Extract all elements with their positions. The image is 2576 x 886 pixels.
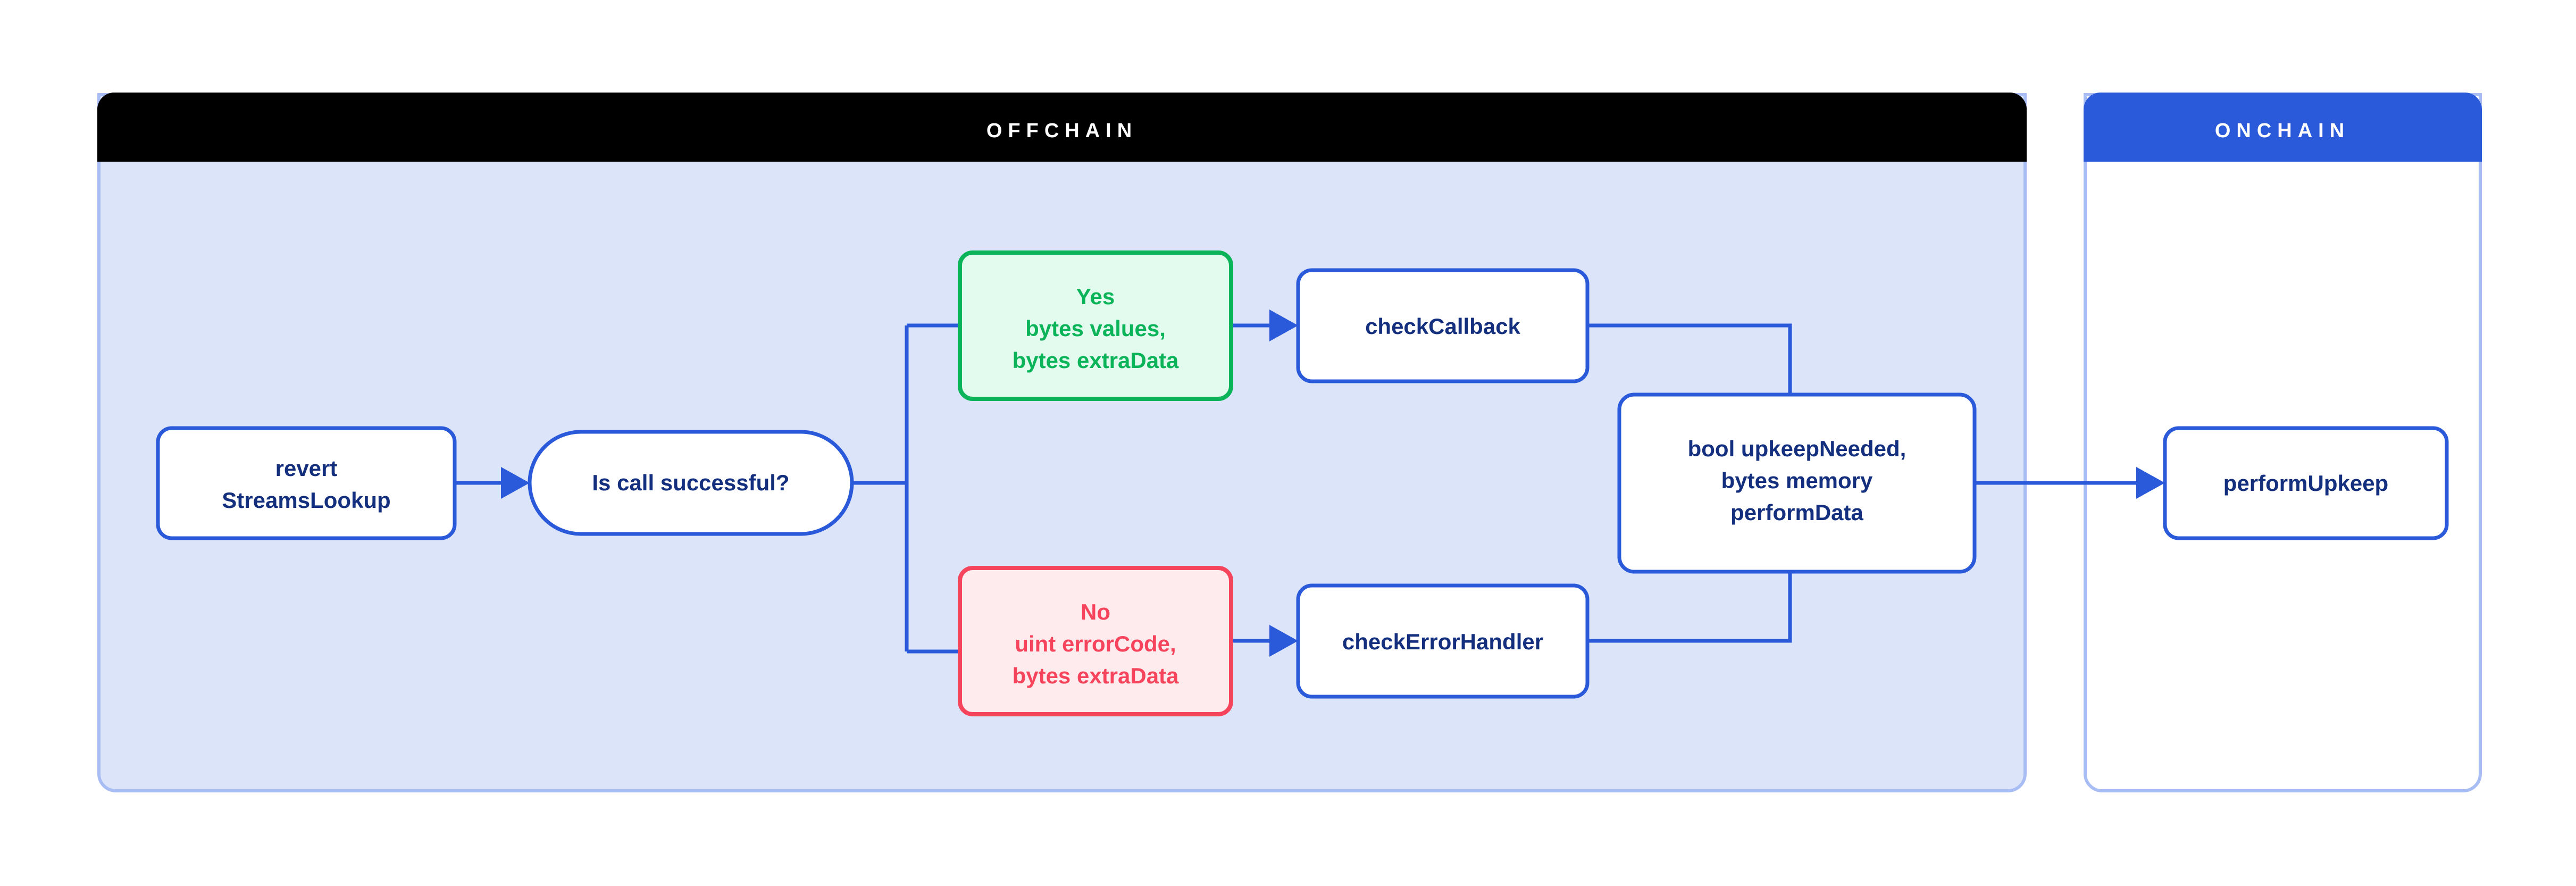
node-is-call-successful-label: Is call successful? bbox=[592, 470, 789, 495]
node-upkeep-needed[interactable]: bool upkeepNeeded, bytes memory performD… bbox=[1617, 392, 1977, 574]
node-perform-upkeep-label: performUpkeep bbox=[2223, 471, 2388, 496]
node-revert-streams-lookup-line1: revert bbox=[275, 456, 338, 481]
node-branch-yes-line1: Yes bbox=[1076, 284, 1115, 309]
node-branch-no-line1: No bbox=[1081, 599, 1110, 624]
node-branch-yes-shape[interactable] bbox=[958, 250, 1233, 401]
onchain-header-square-bottom bbox=[2084, 128, 2482, 162]
node-branch-no-shape[interactable] bbox=[958, 566, 1233, 716]
node-check-callback-shape[interactable] bbox=[1296, 268, 1590, 383]
node-check-error-handler-shape[interactable] bbox=[1296, 583, 1590, 699]
node-upkeep-needed-shape[interactable] bbox=[1617, 392, 1977, 574]
arrowhead-yes-to-checkcallback bbox=[1269, 310, 1298, 341]
offchain-header-square-bottom bbox=[97, 128, 2027, 162]
node-branch-yes-line2: bytes values, bbox=[1025, 316, 1166, 341]
arrowhead-upkeep-to-performupkeep bbox=[2136, 467, 2165, 499]
node-check-callback-label: checkCallback bbox=[1365, 314, 1520, 339]
onchain-lane-title: ONCHAIN bbox=[2215, 120, 2350, 142]
arrowhead-no-to-checkerrorhandler bbox=[1269, 625, 1298, 657]
node-check-callback[interactable]: checkCallback bbox=[1296, 268, 1590, 383]
node-revert-streams-lookup[interactable]: revert StreamsLookup bbox=[156, 426, 457, 540]
edge-checkerrorhandler-to-upkeep bbox=[1587, 553, 1792, 643]
node-revert-streams-lookup-line2: StreamsLookup bbox=[222, 488, 390, 513]
node-branch-yes-line3: bytes extraData bbox=[1013, 348, 1179, 373]
node-branch-no[interactable]: No uint errorCode, bytes extraData bbox=[958, 566, 1233, 716]
node-perform-upkeep-shape[interactable] bbox=[2163, 426, 2449, 540]
node-upkeep-needed-line2: bytes memory bbox=[1721, 468, 1873, 493]
node-upkeep-needed-line1: bool upkeepNeeded, bbox=[1688, 436, 1906, 461]
node-is-call-successful[interactable]: Is call successful? bbox=[528, 430, 854, 536]
node-upkeep-needed-line3: performData bbox=[1730, 500, 1863, 525]
node-revert-streams-lookup-shape[interactable] bbox=[156, 426, 457, 540]
node-check-error-handler-label: checkErrorHandler bbox=[1342, 629, 1543, 654]
offchain-lane-title: OFFCHAIN bbox=[986, 120, 1138, 142]
edge-checkcallback-to-upkeep bbox=[1587, 323, 1792, 404]
node-branch-no-line2: uint errorCode, bbox=[1015, 631, 1176, 656]
node-branch-no-line3: bytes extraData bbox=[1013, 663, 1179, 688]
node-perform-upkeep[interactable]: performUpkeep bbox=[2163, 426, 2449, 540]
connectors bbox=[455, 310, 2165, 657]
node-branch-yes[interactable]: Yes bytes values, bytes extraData bbox=[958, 250, 1233, 401]
node-check-error-handler[interactable]: checkErrorHandler bbox=[1296, 583, 1590, 699]
arrowhead-revert-to-decision bbox=[501, 467, 530, 499]
node-is-call-successful-shape[interactable] bbox=[528, 430, 854, 536]
